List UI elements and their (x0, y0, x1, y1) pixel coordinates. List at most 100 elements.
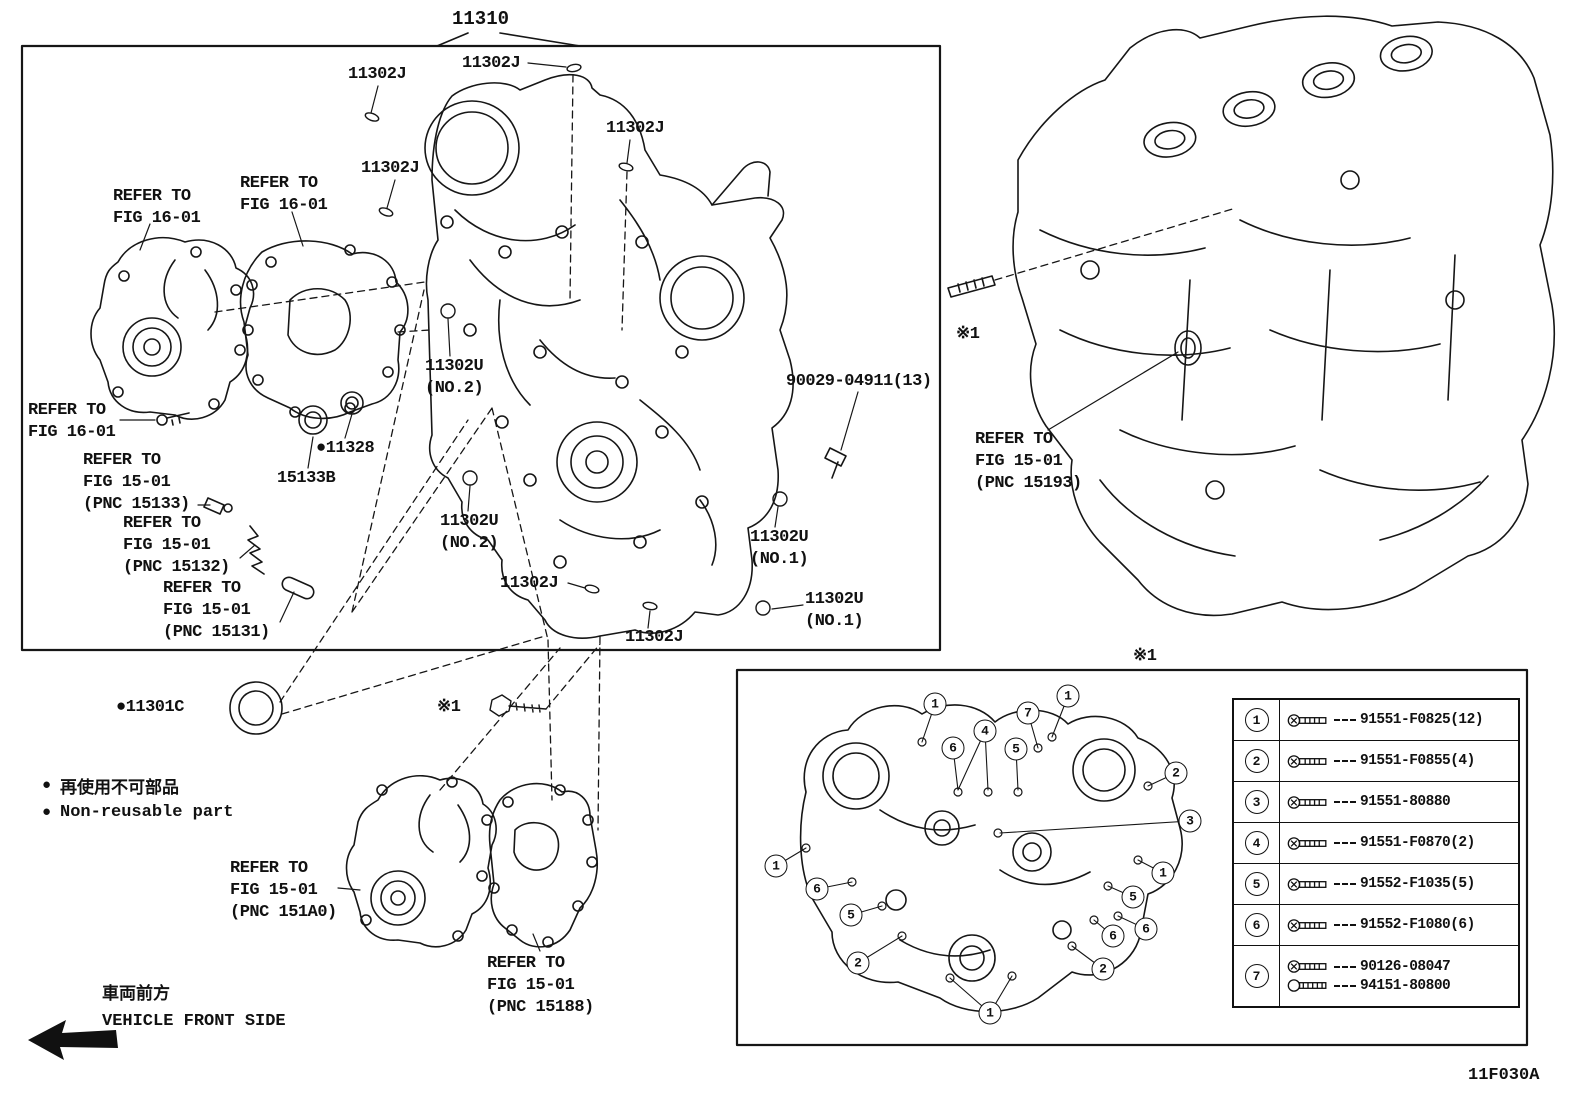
gasket-upper-drawing (239, 240, 409, 420)
callout-11302u-no1-b: 11302U (NO.1) (805, 590, 864, 631)
bolt-position-marker: 1 (1056, 684, 1080, 708)
callout-11302j-c: 11302J (606, 119, 665, 138)
leader-line (1334, 984, 1356, 987)
callout-11302j-d: 11302J (361, 159, 420, 178)
callout-11302j-a: 11302J (348, 65, 407, 84)
bolt-part-number: 91552-F1080(6) (1360, 917, 1475, 933)
bolt-position-marker: 7 (1016, 701, 1040, 725)
gasket-lower-drawing (488, 782, 599, 948)
main-part-number-label: 11310 (452, 8, 510, 30)
bolt-position-marker: 1 (923, 692, 947, 716)
callout-refer-fig16-01-gasket: REFER TO FIG 16-01 (240, 174, 328, 215)
bolt-index-badge: 7 (1244, 964, 1269, 988)
marker-number: 6 (1109, 928, 1117, 944)
marker-number: 1 (1064, 688, 1072, 704)
bolt-icon (1287, 918, 1327, 932)
bolt-table-row: 4 91551-F0870(2) (1234, 823, 1518, 864)
marker-number: 1 (986, 1005, 994, 1021)
marker-number: 2 (1172, 765, 1180, 781)
bolt-position-marker: 5 (1004, 737, 1028, 761)
non-reusable-legend: ● 再使用不可部品 ● Non-reusable part (42, 772, 233, 826)
water-pump-lower-drawing (345, 775, 497, 948)
bolt-index-badge: 5 (1244, 872, 1269, 896)
bolt-index-badge: 4 (1244, 831, 1269, 855)
leader-lines (119, 62, 1179, 952)
vehicle-front-arrow-icon (28, 1020, 118, 1060)
bolt-position-marker: 4 (973, 719, 997, 743)
callout-11302j-e: 11302J (500, 574, 559, 593)
callout-refer-fig16-01-pump: REFER TO FIG 16-01 (113, 187, 201, 228)
leader-line (1334, 842, 1356, 844)
legend-text-jp: 再使用不可部品 (60, 779, 180, 799)
marker-number: 1 (1159, 865, 1167, 881)
bolt-part-number: 91551-F0870(2) (1360, 835, 1475, 851)
callout-refer-fig15-01-pnc15188: REFER TO FIG 15-01 (PNC 15188) (487, 954, 594, 1017)
bolt-index-badge: 2 (1244, 749, 1269, 773)
leader-line (1334, 719, 1356, 721)
leader-line (1334, 883, 1356, 885)
leader-line (1334, 760, 1356, 762)
marker-number: 1 (772, 858, 780, 874)
marker-number: 2 (854, 955, 862, 971)
water-pump-upper-drawing (90, 236, 255, 420)
bolt-position-marker: 1 (1151, 861, 1175, 885)
leader-line (1334, 965, 1356, 968)
legend-text-en: Non-reusable part (60, 803, 234, 822)
callout-refer-fig15-01-pnc15132: REFER TO FIG 15-01 (PNC 15132) (123, 514, 230, 577)
bolt-table-row: 5 91552-F1035(5) (1234, 864, 1518, 905)
marker-number: 6 (1142, 921, 1150, 937)
bolt-part-number-2: 94151-80800 (1360, 977, 1451, 994)
bolt-part-number: 91551-80880 (1360, 794, 1451, 810)
callout-refer-fig16-01-bolt: REFER TO FIG 16-01 (28, 401, 116, 442)
callout-refer-fig15-01-pnc15133: REFER TO FIG 15-01 (PNC 15133) (83, 451, 190, 514)
main-assembly-box (20, 32, 942, 652)
marker-number: 5 (847, 907, 855, 923)
bolt-part-number: 91551-F0825(12) (1360, 712, 1484, 728)
bolt-table-row: 1 91551-F0825(12) (1234, 700, 1518, 741)
timing-cover-drawing (424, 73, 794, 639)
leader-line (1334, 924, 1356, 926)
bolt-table-row: 7 90126-08047 (1234, 946, 1518, 1006)
bolt-position-marker: 5 (839, 903, 863, 927)
marker-number: 5 (1012, 741, 1020, 757)
callout-note-engine: ※1 (956, 325, 980, 344)
dashed-construction-lines (214, 74, 1237, 831)
bolt-table-row: 6 91552-F1080(6) (1234, 905, 1518, 946)
bolt-position-marker: 1 (764, 854, 788, 878)
bolt-icon (1287, 877, 1327, 891)
bolt-icon (1287, 795, 1327, 809)
stud-pin-icons (364, 63, 788, 616)
bolt-index-badge: 6 (1244, 913, 1269, 937)
bolt-position-marker: 6 (941, 736, 965, 760)
bolt-position-marker: 1 (978, 1001, 1002, 1025)
small-parts-drawing (156, 391, 847, 600)
marker-number: 7 (1024, 705, 1032, 721)
bolt-icon (1287, 713, 1327, 727)
callout-15133b: 15133B (277, 469, 336, 488)
marker-number: 2 (1099, 961, 1107, 977)
bolt-position-marker: 2 (846, 951, 870, 975)
bolt-part-number: 90126-08047 (1360, 958, 1451, 975)
bolt-index-badge: 1 (1244, 708, 1269, 732)
bolt-reference-table: 1 91551-F0825(12) (1232, 698, 1520, 1008)
bolt-index-badge: 3 (1244, 790, 1269, 814)
bolt-part-number: 91552-F1035(5) (1360, 876, 1475, 892)
leader-line (1334, 801, 1356, 803)
cover-bolt-map-drawing (775, 695, 1191, 1014)
bolt-table-row: 3 91551-80880 (1234, 782, 1518, 823)
callout-11302u-no2-b: 11302U (NO.2) (440, 512, 499, 553)
callout-note-bolt: ※1 (437, 698, 461, 717)
callout-11302u-no2-a: 11302U (NO.2) (425, 357, 484, 398)
callout-11301c: ●11301C (116, 698, 184, 717)
callout-90029-04911: 90029-04911(13) (786, 372, 932, 391)
callout-11302j-b: 11302J (462, 54, 521, 73)
callout-note-box: ※1 (1133, 647, 1157, 666)
figure-code: 11F030A (1468, 1066, 1540, 1085)
vehicle-front-en: VEHICLE FRONT SIDE (102, 1011, 286, 1031)
callout-11328: ●11328 (316, 439, 375, 458)
vehicle-front-jp: 車両前方 (102, 986, 170, 1005)
callout-refer-fig15-01-pnc15193: REFER TO FIG 15-01 (PNC 15193) (975, 430, 1082, 493)
bolt-location-box (735, 668, 1529, 1047)
